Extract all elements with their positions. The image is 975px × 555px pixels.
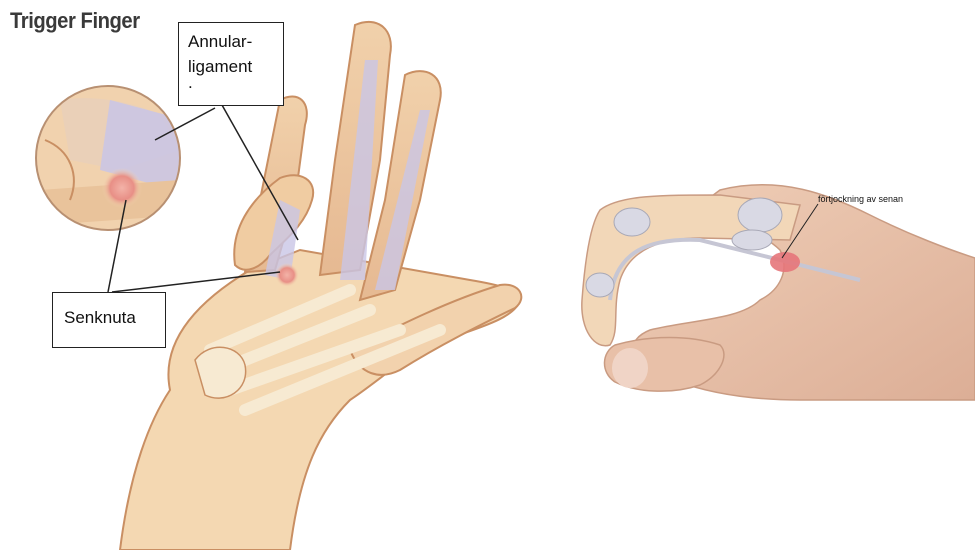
senknuta-label: Senknuta xyxy=(52,292,166,348)
right-hand xyxy=(582,185,975,400)
annular-ligament-label: Annular- ligament . xyxy=(178,22,284,106)
annular-label-line2: ligament xyxy=(188,54,283,79)
annular-label-line3: . xyxy=(188,79,283,87)
magnified-view xyxy=(30,80,190,240)
thickening-label: förtjockning av senan xyxy=(818,194,903,204)
ligament-band-4 xyxy=(732,230,772,250)
ligament-band-2 xyxy=(586,273,614,297)
ligament-band-3 xyxy=(738,198,782,232)
palm xyxy=(120,250,520,550)
annular-label-line1: Annular- xyxy=(188,29,283,54)
tendon-nodule xyxy=(275,263,299,287)
figure-title: Trigger Finger xyxy=(10,8,140,34)
ligament-band-1 xyxy=(614,208,650,236)
tendon-thickening xyxy=(770,252,800,272)
